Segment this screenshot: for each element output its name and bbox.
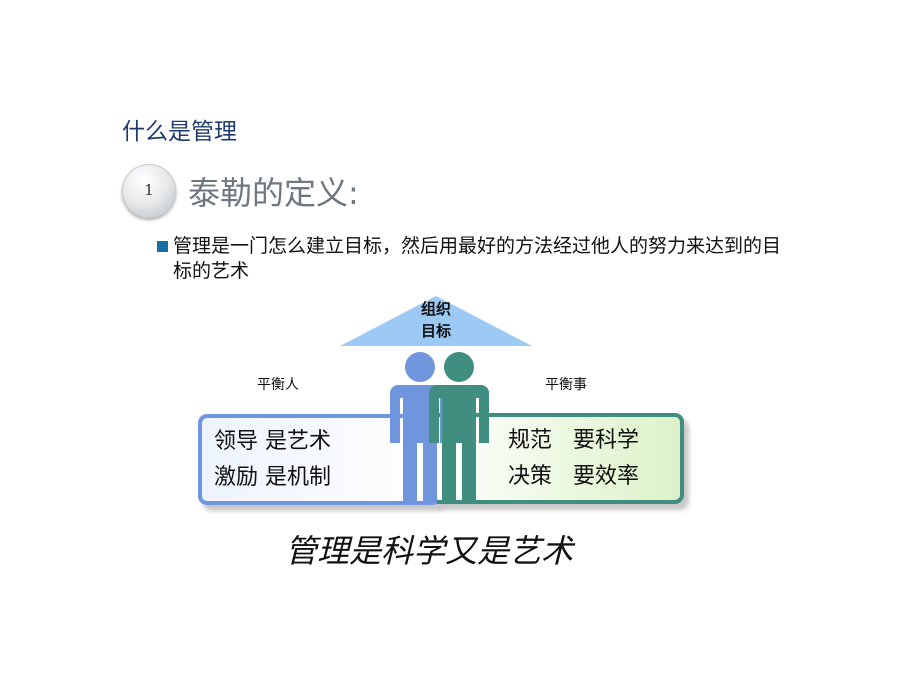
goal-triangle	[340, 296, 532, 346]
conclusion-text: 管理是科学又是艺术	[285, 532, 574, 570]
balance-people-label: 平衡人	[257, 377, 299, 393]
person-blue-icon	[390, 352, 450, 503]
right-line-1: 规范 要科学	[508, 428, 639, 453]
left-line-2: 激励 是机制	[214, 465, 331, 490]
left-line-1: 领导 是艺术	[214, 429, 331, 454]
bullet-square-icon	[157, 241, 168, 252]
goal-line-1: 组织	[420, 300, 451, 318]
goal-line-2: 目标	[420, 322, 451, 340]
bullet-text: 管理是一门怎么建立目标，然后用最好的方法经过他人的努力来达到的目标的艺术	[173, 235, 782, 282]
goal-label: 组织 目标	[396, 298, 476, 342]
person-green-icon	[429, 352, 489, 503]
balance-things-label: 平衡事	[545, 377, 587, 393]
section-heading: 泰勒的定义:	[188, 174, 359, 212]
step-number-badge: 1	[122, 164, 176, 218]
right-line-2: 决策 要效率	[508, 464, 639, 489]
slide-title: 什么是管理	[122, 119, 237, 145]
people-icon	[390, 352, 489, 503]
left-box: 领导 是艺术 激励 是机制	[198, 414, 442, 505]
